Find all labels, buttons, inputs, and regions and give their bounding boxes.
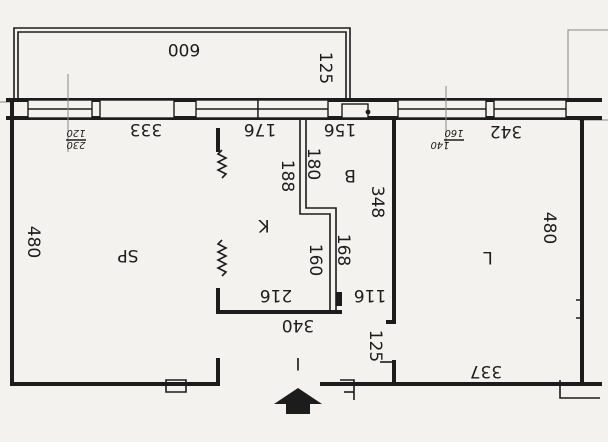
dimension-labels: 600 125 333 480 176 156 188 180 160 168 … — [23, 39, 559, 381]
dim-balcony-width: 600 — [168, 39, 200, 59]
balcony — [13, 27, 351, 102]
bath-partition — [299, 112, 396, 312]
dim-k-bottom: 216 — [260, 285, 292, 305]
dim-hall-depth: 125 — [365, 330, 385, 362]
room-k: K — [258, 215, 270, 235]
dim-hall-width: 340 — [282, 315, 314, 335]
dim-sp-height: 480 — [23, 226, 43, 258]
dim-b-top: 156 — [324, 119, 356, 139]
room-labels: SP K B L I — [117, 165, 492, 373]
dim-window-sp-a: 120 — [66, 127, 85, 138]
dim-b-side: 168 — [333, 234, 353, 266]
dim-window-l-a: 160 — [444, 127, 463, 138]
dim-k-partition-c: 160 — [305, 244, 325, 276]
outer-walls — [6, 98, 602, 386]
dim-window-sp-b: 230 — [66, 139, 85, 150]
room-l: L — [483, 247, 493, 267]
dim-k-partition-b: 180 — [303, 148, 323, 180]
dim-k-partition-a: 188 — [277, 160, 297, 192]
dim-sp-top: 333 — [130, 119, 162, 139]
windows — [27, 99, 567, 119]
dim-l-bottom: 337 — [470, 361, 502, 381]
room-i: I — [295, 353, 300, 373]
dim-k-top: 176 — [244, 119, 276, 139]
entrance-walls — [165, 299, 600, 400]
room-sp: SP — [117, 245, 138, 265]
dim-l-height: 480 — [539, 212, 559, 244]
dim-b-bottom: 116 — [354, 285, 386, 305]
window-annotations: 120 230 160 140 — [66, 127, 464, 150]
sliding-partition — [216, 149, 228, 277]
dim-balcony-depth: 125 — [315, 52, 335, 84]
dim-l-top: 342 — [490, 121, 522, 141]
dim-window-l-b: 140 — [430, 139, 449, 150]
entrance-arrow-icon — [274, 388, 322, 414]
dim-b-height: 348 — [367, 186, 387, 218]
room-b: B — [344, 165, 356, 185]
